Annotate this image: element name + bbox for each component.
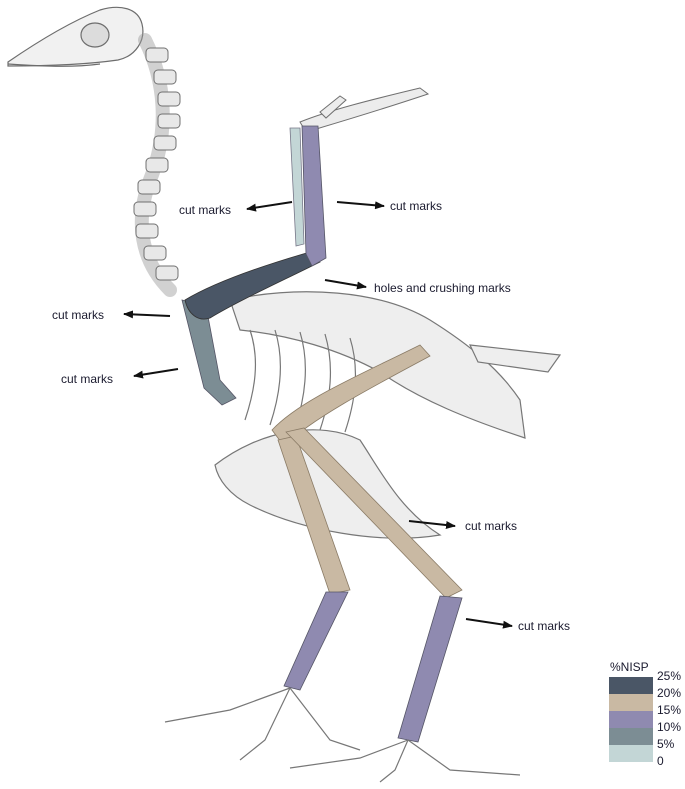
legend-tick-15: 15% bbox=[657, 703, 682, 717]
neck-vertebrae bbox=[133, 33, 181, 297]
legend-tick-20: 20% bbox=[657, 686, 682, 700]
wing-hand bbox=[299, 87, 430, 133]
legend-tick-5: 5% bbox=[657, 737, 675, 751]
scapula-bone bbox=[184, 251, 321, 320]
label-cut-marks-tarsometatarsus: cut marks bbox=[518, 619, 571, 633]
label-cut-marks-humerus-left: cut marks bbox=[179, 203, 232, 217]
arrow-humerus-left bbox=[246, 201, 293, 212]
feet bbox=[164, 687, 521, 783]
legend-swatch-5-10 bbox=[609, 728, 653, 745]
arrow-femur bbox=[408, 520, 456, 530]
annotation-arrows bbox=[123, 201, 513, 629]
arrow-scapula-right bbox=[324, 279, 367, 290]
humerus-bone bbox=[301, 125, 327, 267]
legend-title: %NISP bbox=[610, 660, 649, 674]
skull bbox=[7, 6, 144, 67]
legend-tick-10: 10% bbox=[657, 720, 682, 734]
legend-swatch-0-5 bbox=[609, 745, 653, 762]
ulna-bone bbox=[289, 127, 305, 247]
torso bbox=[214, 291, 562, 539]
label-holes-crushing-marks: holes and crushing marks bbox=[374, 281, 511, 295]
label-cut-marks-coracoid-upper: cut marks bbox=[52, 308, 105, 322]
legend-tick-0: 0 bbox=[657, 754, 664, 768]
arrow-humerus-right bbox=[336, 201, 385, 210]
arrow-coracoid-upper bbox=[123, 310, 171, 319]
legend-swatch-15-20 bbox=[609, 694, 653, 711]
legend-tick-25: 25% bbox=[657, 669, 682, 683]
label-cut-marks-humerus-right: cut marks bbox=[390, 199, 443, 213]
legend-swatch-20-25 bbox=[609, 677, 653, 694]
tarsometatarsus-bones bbox=[283, 591, 463, 743]
label-cut-marks-coracoid-lower: cut marks bbox=[61, 372, 114, 386]
label-cut-marks-femur: cut marks bbox=[465, 519, 518, 533]
arrow-coracoid-lower bbox=[133, 368, 179, 379]
arrow-tarsometatarsus bbox=[465, 618, 513, 629]
legend-swatch-10-15 bbox=[609, 711, 653, 728]
leg-upper-bones bbox=[271, 344, 463, 599]
